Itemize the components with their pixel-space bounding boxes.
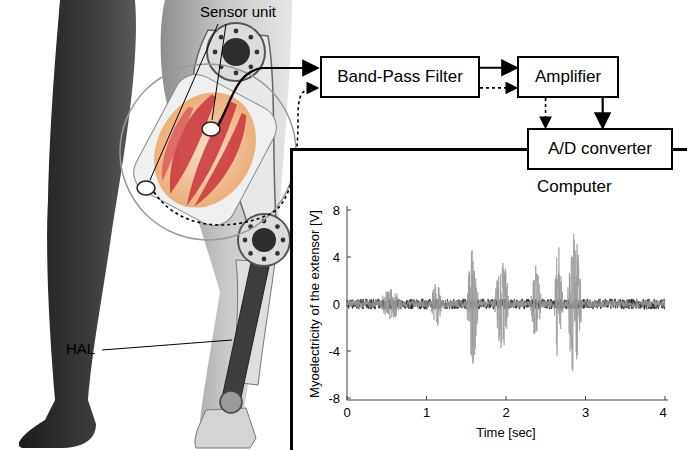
tick-label: 0	[333, 297, 340, 312]
muscle	[192, 113, 255, 213]
tick-label: 2	[502, 405, 509, 420]
node-text: A/D converter	[548, 139, 652, 159]
tick-label: 0	[343, 405, 350, 420]
hip-joint-core	[222, 38, 250, 66]
x-axis	[347, 400, 668, 401]
tick-label: 3	[582, 405, 589, 420]
signal-arrow	[480, 87, 517, 89]
signal-arrow	[480, 67, 517, 69]
node-text: Amplifier	[535, 67, 601, 87]
tick-label: 4	[333, 250, 340, 265]
emg-signal	[347, 234, 665, 372]
tick-label: 1	[423, 405, 430, 420]
tick-label: 4	[659, 405, 666, 420]
bolt-ring	[243, 219, 286, 262]
computer-panel	[290, 148, 687, 450]
thigh-cuff	[126, 67, 284, 233]
knee-joint-core	[252, 228, 276, 252]
muscle-area	[134, 74, 275, 225]
sensor-electrode	[202, 122, 220, 136]
shank-bar	[222, 258, 270, 402]
leader-line	[212, 24, 226, 120]
signal-arrow	[545, 98, 547, 128]
part-name: HAL	[66, 340, 95, 357]
ankle-joint	[220, 391, 242, 413]
leader-line	[150, 24, 218, 180]
tick-label: 8	[333, 203, 340, 218]
process-box: Band-Pass Filter	[320, 56, 480, 98]
tick-label: -4	[328, 344, 340, 359]
node-text: Computer	[537, 177, 612, 197]
process-box: Amplifier	[517, 56, 619, 98]
sensor-electrode	[137, 181, 155, 195]
hip-joint	[207, 23, 265, 81]
axis-title: Time [sec]	[476, 425, 535, 440]
axis-title: Myoelectricity of the extensor [V]	[307, 210, 322, 398]
muscle	[150, 104, 200, 181]
signal-wire	[218, 68, 318, 126]
part-name: Sensor unit	[200, 3, 276, 20]
shoe	[195, 408, 256, 448]
node-text: Band-Pass Filter	[337, 67, 463, 87]
signal-arrow	[602, 98, 604, 128]
tick-label: -8	[328, 391, 340, 406]
process-box: A/D converter	[527, 128, 673, 170]
leader-line	[102, 340, 232, 350]
back-leg	[19, 0, 136, 448]
tick-marks	[347, 210, 665, 400]
